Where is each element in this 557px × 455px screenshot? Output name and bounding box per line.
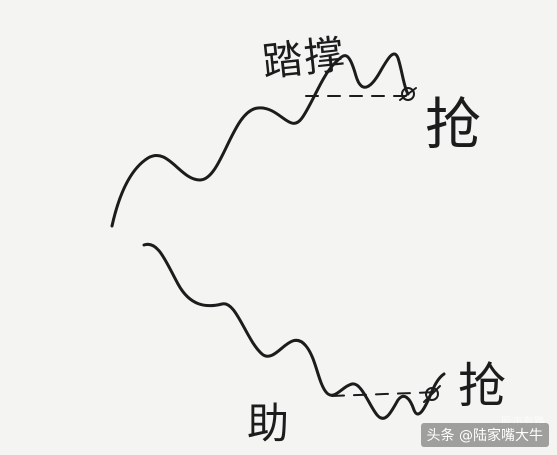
lower-dashed-line xyxy=(331,391,441,397)
label-bottom-left: 助 xyxy=(247,399,292,448)
upper-marker-circle xyxy=(401,87,415,101)
lower-wave-line xyxy=(142,242,446,420)
label-bottom-right: 抢 xyxy=(458,358,509,414)
lower-marker-circle xyxy=(425,387,439,401)
watermark: 头条 @陆家嘴大牛 xyxy=(420,423,549,447)
label-top-right: 抢 xyxy=(425,93,483,158)
label-top-left: 踏撑 xyxy=(260,31,349,87)
lower-marker-tick xyxy=(423,385,441,403)
upper-wave-line xyxy=(110,52,410,228)
upper-marker-tick xyxy=(399,87,417,101)
watermark-back-text: 股市有路 xyxy=(501,415,545,428)
